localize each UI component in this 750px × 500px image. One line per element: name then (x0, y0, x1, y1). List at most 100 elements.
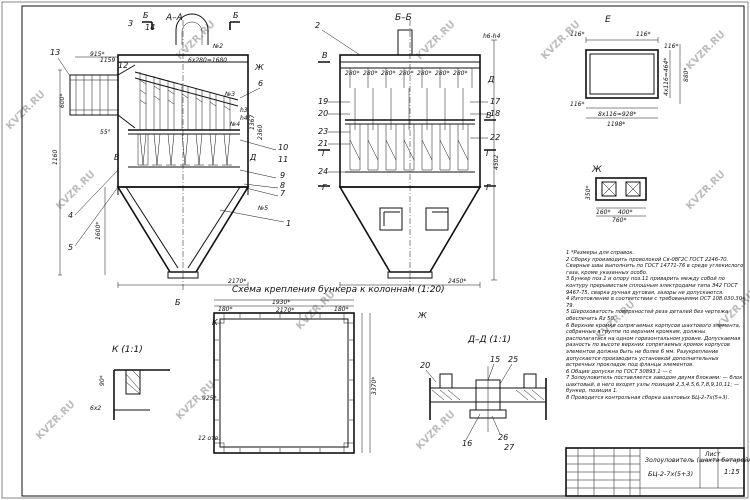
callout-22: 22 (490, 133, 500, 142)
note-item: 5 Шероховатость поверхностей реза детале… (566, 309, 729, 322)
dim-2170: 2170* (228, 278, 246, 285)
callout-5: 5 (68, 243, 73, 252)
section-bb-view: Б–Б 280* 280* 280* 280* 280* 280* (315, 13, 501, 320)
section-mark-v-bb: В (322, 51, 328, 60)
dim-116-top2: 116* (636, 31, 650, 38)
mark-n5: №5 (257, 205, 268, 212)
dim-160: 160* (596, 209, 610, 216)
section-mark-g-bb4: Г (486, 183, 491, 192)
section-dd-view: Д–Д (1:1) 20 15 25 16 26 27 (420, 335, 547, 452)
section-aa-view: А–А Б Б (50, 11, 291, 307)
callout-15-dd: 15 (490, 355, 500, 364)
callout-12: 12 (118, 61, 128, 70)
watermark: KVZR.RU (539, 19, 582, 62)
technical-notes: 1 *Размеры для справок. 2 Сборку произво… (566, 250, 746, 402)
callout-10: 10 (278, 143, 288, 152)
watermark: KVZR.RU (4, 89, 47, 132)
callout-19: 19 (318, 97, 328, 106)
dim-280-e: 280* (417, 70, 431, 77)
callout-18: 18 (490, 109, 500, 118)
dim-6x280: 6x280=1680 (188, 57, 227, 64)
dim-4502: 4502 (493, 155, 500, 170)
callout-24: 24 (318, 167, 328, 176)
dim-2170-s: 2170* (276, 307, 294, 314)
mark-h3: h3 (240, 107, 248, 114)
dim-350: 350* (585, 186, 592, 200)
dim-280-f: 280* (435, 70, 449, 77)
section-mark-b-lower: Б (175, 298, 181, 307)
view-zh: Ж 160* 400* 760* 350* (585, 165, 647, 224)
section-dd-title: Д–Д (1:1) (467, 335, 511, 345)
dim-3370: 3370* (371, 377, 378, 395)
dim-180-r: 180* (334, 306, 348, 313)
note-item: 6 Верхние кромки сопрягаемых корпусов ша… (566, 322, 741, 369)
section-mark-k: К (212, 318, 218, 327)
dim-760: 760* (612, 217, 626, 224)
dim-116-top: 116* (570, 31, 584, 38)
title-block: Золоуловитель (шахта батарейная) БЦ-2-7х… (565, 447, 750, 497)
section-mark-zh-bb: Ж (417, 311, 427, 320)
callout-23: 23 (318, 127, 328, 136)
dim-1930: 1930* (272, 299, 290, 306)
drawing-frame (21, 5, 745, 497)
title-block-sheet: Лист (704, 451, 721, 458)
note-item: 2 Сборку производить проволокой Св-08Г2С… (566, 256, 744, 276)
dim-12-otv: 12 отв. (198, 435, 220, 442)
callout-16-dd: 16 (462, 439, 472, 448)
callout-27-dd: 27 (504, 443, 515, 452)
callout-13: 13 (50, 48, 60, 57)
section-mark-v: В (114, 153, 120, 162)
mark-n4: №4 (229, 121, 240, 128)
dim-400: 400* (618, 209, 632, 216)
callout-6: 6 (258, 79, 263, 88)
callout-25-dd: 25 (508, 355, 518, 364)
section-mark-d-bb: Д (487, 75, 494, 84)
mark-n3: №3 (224, 91, 235, 98)
callout-1: 1 (286, 219, 291, 228)
section-aa-title: А–А (165, 13, 183, 23)
dim-915: 915* (90, 51, 104, 58)
dim-1367: 1367 (249, 115, 256, 130)
watermark: KVZR.RU (684, 169, 727, 212)
callout-7: 7 (280, 189, 286, 198)
title-block-scale: 1:15 (724, 468, 740, 476)
title-block-code: БЦ-2-7х(5+3) (648, 470, 693, 478)
dim-280-d: 280* (399, 70, 413, 77)
dim-1198: 1198* (607, 121, 625, 128)
view-k-title: К (1:1) (112, 345, 143, 355)
note-item: 6 Общие допуски по ГОСТ 30893.1 — с (566, 368, 672, 375)
dim-600: 600* (59, 94, 66, 108)
dim-180: 180* (218, 306, 232, 313)
callout-4: 4 (68, 211, 73, 220)
callout-21: 21 (318, 139, 328, 148)
section-mark-g-bb2: Г (322, 183, 327, 192)
view-k: К (1:1) 6х2 90* (90, 345, 170, 420)
callout-20: 20 (318, 109, 328, 118)
dim-280-g: 280* (453, 70, 467, 77)
callout-17: 17 (490, 97, 501, 106)
note-item: 7 Золоуловитель поставляется заводом дву… (566, 375, 743, 395)
section-mark-zh: Ж (254, 63, 264, 72)
dim-90: 90* (99, 375, 106, 386)
dim-280-b: 280* (363, 70, 377, 77)
watermark: KVZR.RU (684, 29, 727, 72)
note-item: 3 Бункер поз.1 и опору поз.11 приварить … (566, 276, 738, 296)
dim-13: 116* (664, 43, 678, 50)
dim-6x2: 6х2 (90, 405, 101, 412)
dim-4x116: 4x116=464* (663, 58, 670, 96)
dim-2360: 2360 (257, 125, 264, 140)
section-bb-title: Б–Б (395, 13, 412, 23)
callout-11: 11 (278, 155, 288, 164)
dim-1600: 1600* (95, 222, 102, 240)
watermark: KVZR.RU (414, 409, 457, 452)
callout-9: 9 (280, 171, 285, 180)
note-item: 8 Проводится контрольная сборка шахтовых… (566, 395, 730, 402)
dim-880: 880* (683, 68, 690, 82)
section-mark-b: Б (233, 11, 239, 20)
callout-14: 14 (145, 23, 155, 32)
callout-3: 3 (128, 19, 133, 28)
view-zh-title: Ж (591, 165, 602, 175)
callout-8: 8 (280, 181, 285, 190)
